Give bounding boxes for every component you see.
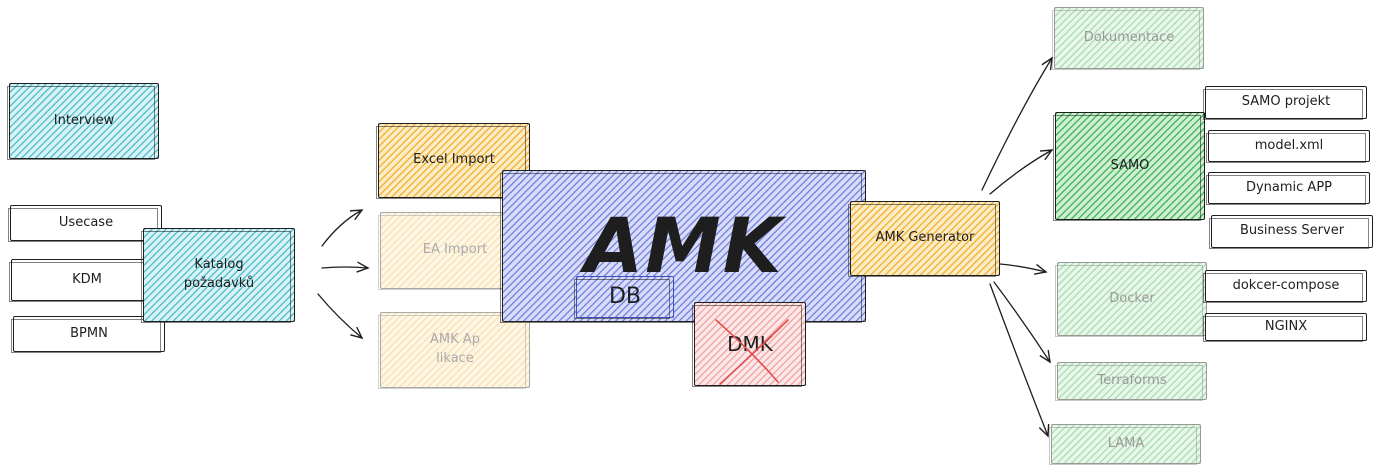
- lama-label: LAMA: [1107, 435, 1145, 451]
- usecase-label: Usecase: [58, 214, 114, 230]
- dmk-node: DMK: [692, 302, 806, 387]
- amk-core-node: AMK: [500, 170, 866, 323]
- kdm-node: KDM: [9, 259, 163, 302]
- dmk-cross-icon: [715, 319, 789, 385]
- arrow-generator-to-dokumentace: [981, 56, 1053, 191]
- nginx-label: NGINX: [1264, 318, 1308, 334]
- arrow-katalog-to-aplikace: [317, 293, 364, 340]
- arrow-generator-to-samo: [989, 149, 1054, 195]
- model-xml-label: model.xml: [1254, 137, 1324, 153]
- bpmn-label: BPMN: [70, 325, 108, 341]
- samo-projekt-label: SAMO projekt: [1241, 94, 1331, 110]
- kdm-label: KDM: [72, 271, 102, 287]
- samo-label: SAMO: [1110, 157, 1150, 173]
- amk-aplikace-label: AMK Ap likace: [430, 332, 480, 366]
- terraforms-label: Terraforms: [1097, 372, 1167, 388]
- arrow-katalog-to-excel: [321, 209, 364, 247]
- ea-import-label: EA Import: [422, 242, 488, 258]
- business-server-node: Business Server: [1209, 215, 1373, 249]
- docker-label: Docker: [1109, 290, 1155, 306]
- arrow-generator-to-docker: [999, 263, 1048, 275]
- model-xml-node: model.xml: [1206, 130, 1370, 163]
- dokumentace-node: Dokumentace: [1052, 7, 1204, 70]
- dokumentace-label: Dokumentace: [1083, 29, 1175, 45]
- business-server-label: Business Server: [1239, 223, 1345, 239]
- arrow-katalog-to-ea: [321, 261, 370, 273]
- amk-title: AMK: [584, 200, 784, 290]
- katalog-pozadavku-node: Katalog požadavků: [141, 228, 295, 323]
- docker-node: Docker: [1055, 262, 1207, 337]
- arrow-generator-to-lama: [989, 283, 1050, 438]
- arrow-generator-to-terraforms: [993, 281, 1051, 364]
- db-node: DB: [574, 276, 674, 319]
- db-label: DB: [608, 284, 642, 310]
- excel-import-label: Excel Import: [413, 152, 495, 168]
- bpmn-node: BPMN: [11, 316, 165, 353]
- docker-compose-node: dokcer-compose: [1203, 270, 1367, 303]
- docker-compose-label: dokcer-compose: [1232, 277, 1340, 293]
- dynamic-app-label: Dynamic APP: [1245, 179, 1333, 195]
- samo-projekt-node: SAMO projekt: [1203, 86, 1367, 120]
- interview-label: Interview: [53, 112, 115, 128]
- amk-aplikace-node: AMK Ap likace: [378, 312, 530, 389]
- katalog-label: Katalog požadavků: [183, 257, 255, 291]
- amk-generator-label: AMK Generator: [875, 230, 975, 246]
